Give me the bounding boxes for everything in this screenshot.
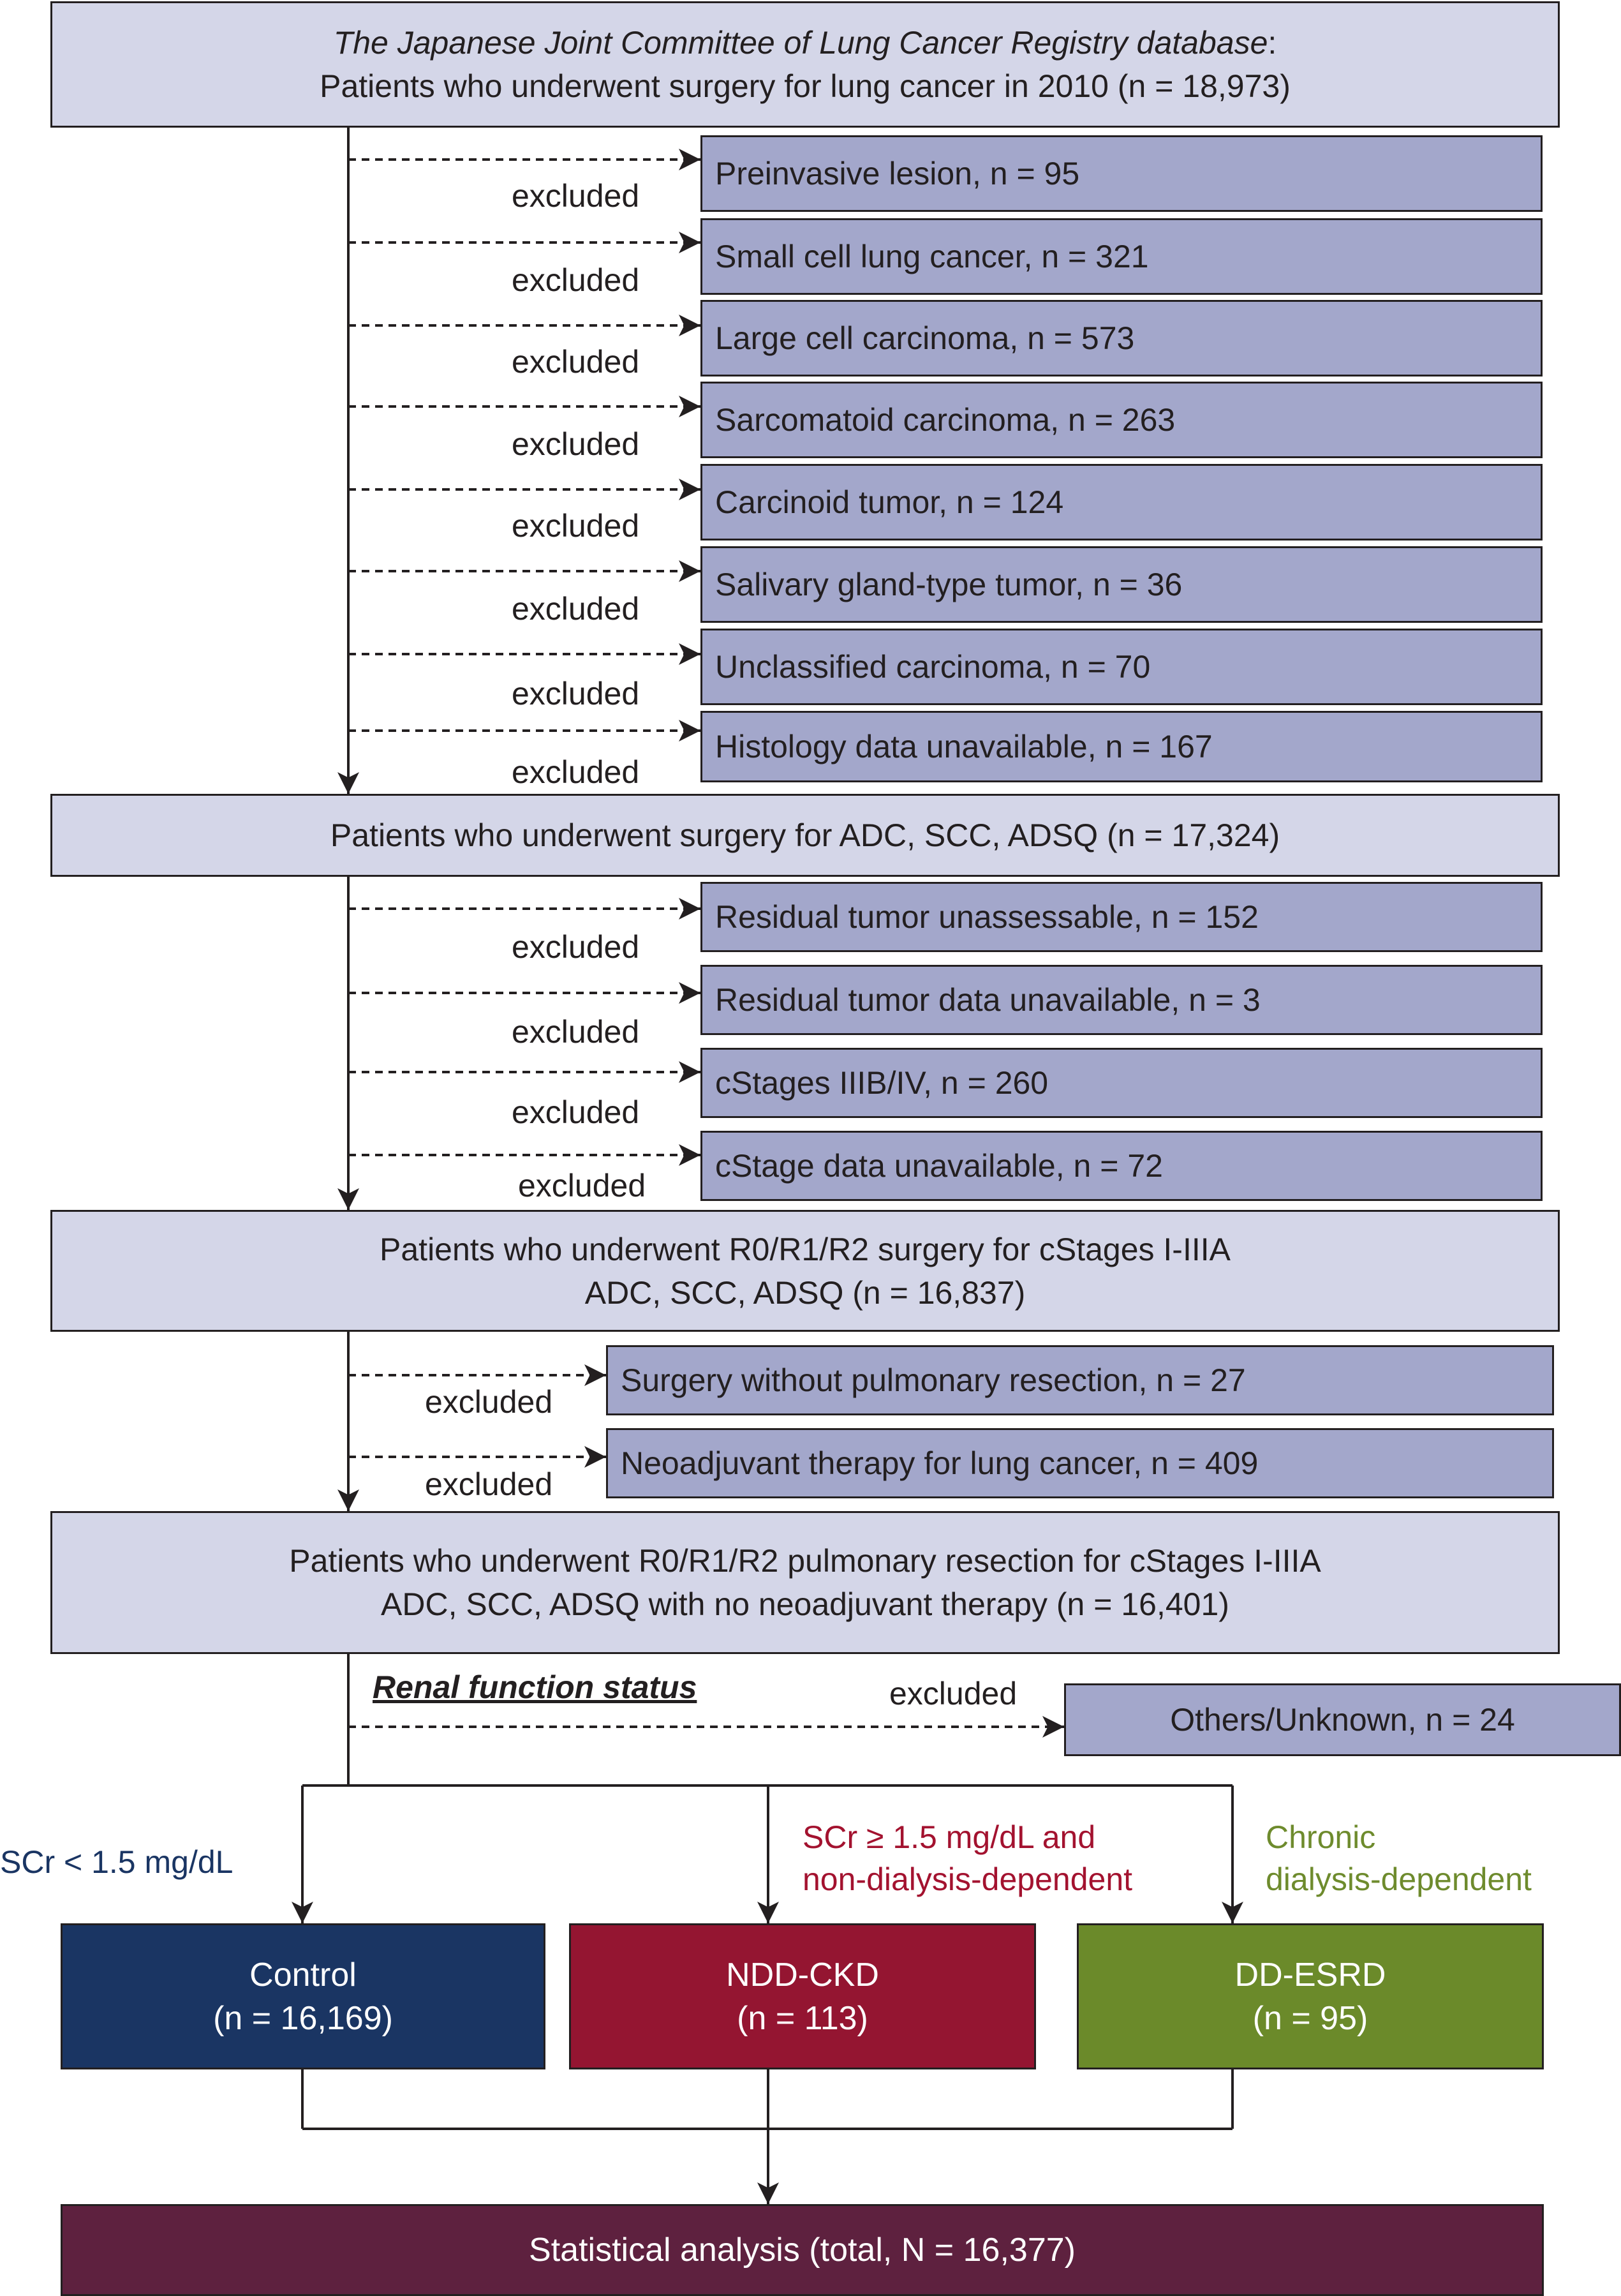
exclusion-label: Residual tumor unassessable, n = 152 [715,899,1259,935]
exclusion-sarcomatoid: Sarcomatoid carcinoma, n = 263 [700,382,1543,458]
exclusion-large-cell: Large cell carcinoma, n = 573 [700,300,1543,376]
exclusion-cstages-iiib-iv: cStages IIIB/IV, n = 260 [700,1048,1543,1118]
exclusion-salivary: Salivary gland-type tumor, n = 36 [700,546,1543,623]
dd-esrd-criteria-line1: Chronic [1266,1819,1376,1855]
r0-r1-r2-line1: Patients who underwent R0/R1/R2 surgery … [380,1231,1231,1267]
exclusion-cstage-unavailable: cStage data unavailable, n = 72 [700,1131,1543,1201]
dd-esrd-criteria: Chronic dialysis-dependent [1266,1816,1532,1900]
exclusion-label: Small cell lung cancer, n = 321 [715,239,1149,274]
excluded-label: excluded [512,1094,640,1130]
exclusion-preinvasive: Preinvasive lesion, n = 95 [700,135,1543,212]
r0-r1-r2-line2: ADC, SCC, ADSQ (n = 16,837) [584,1274,1026,1311]
exclusion-carcinoid: Carcinoid tumor, n = 124 [700,464,1543,540]
exclusion-residual-unavailable: Residual tumor data unavailable, n = 3 [700,965,1543,1035]
excluded-label: excluded [512,262,640,298]
dd-esrd-criteria-line2: dialysis-dependent [1266,1861,1532,1897]
exclusion-no-pulmonary-resection: Surgery without pulmonary resection, n =… [606,1345,1554,1415]
excluded-label: excluded [512,676,640,712]
registry-database-name: The Japanese Joint Committee of Lung Can… [333,25,1268,61]
excluded-label: excluded [512,929,640,965]
exclusion-label: Surgery without pulmonary resection, n =… [621,1362,1246,1398]
pulmonary-resection-line1: Patients who underwent R0/R1/R2 pulmonar… [289,1543,1321,1579]
exclusion-label: Unclassified carcinoma, n = 70 [715,649,1151,685]
excluded-label: excluded [512,591,640,627]
exclusion-neoadjuvant: Neoadjuvant therapy for lung cancer, n =… [606,1428,1554,1498]
exclusion-label: Carcinoid tumor, n = 124 [715,484,1064,520]
excluded-label: excluded [512,426,640,462]
registry-title-line: The Japanese Joint Committee of Lung Can… [334,21,1277,64]
exclusion-label: Residual tumor data unavailable, n = 3 [715,982,1261,1018]
adc-scc-adsq-text: Patients who underwent surgery for ADC, … [330,817,1280,853]
ndd-ckd-criteria-line2: non-dialysis-dependent [803,1861,1133,1897]
registry-box: The Japanese Joint Committee of Lung Can… [50,1,1560,128]
registry-patients: Patients who underwent surgery for lung … [320,68,1291,104]
excluded-label: excluded [512,508,640,544]
ndd-ckd-group-box: NDD-CKD (n = 113) [569,1923,1036,2069]
excluded-label: excluded [518,1168,646,1204]
exclusion-residual-unassessable: Residual tumor unassessable, n = 152 [700,882,1543,952]
others-unknown-label: Others/Unknown, n = 24 [1170,1702,1515,1738]
renal-function-status-heading: Renal function status [373,1669,697,1705]
exclusion-histology-unavailable: Histology data unavailable, n = 167 [700,711,1543,782]
excluded-label: excluded [512,1014,640,1050]
dd-esrd-group-box: DD-ESRD (n = 95) [1077,1923,1544,2069]
ndd-ckd-group-count: (n = 113) [737,1999,868,2037]
control-group-name: Control [249,1956,357,1994]
exclusion-label: Salivary gland-type tumor, n = 36 [715,567,1183,602]
exclusion-label: Sarcomatoid carcinoma, n = 263 [715,402,1176,438]
exclusion-label: cStage data unavailable, n = 72 [715,1148,1163,1184]
registry-colon: : [1268,25,1277,61]
adc-scc-adsq-box: Patients who underwent surgery for ADC, … [50,794,1560,877]
pulmonary-resection-line2: ADC, SCC, ADSQ with no neoadjuvant thera… [381,1586,1229,1622]
excluded-label: excluded [512,178,640,214]
control-group-box: Control (n = 16,169) [61,1923,545,2069]
exclusion-label: Histology data unavailable, n = 167 [715,729,1213,764]
excluded-label: excluded [512,344,640,380]
control-group-count: (n = 16,169) [213,1999,393,2037]
exclusion-label: Neoadjuvant therapy for lung cancer, n =… [621,1445,1259,1481]
exclusion-label: Large cell carcinoma, n = 573 [715,320,1135,356]
pulmonary-resection-box: Patients who underwent R0/R1/R2 pulmonar… [50,1511,1560,1654]
statistical-analysis-box: Statistical analysis (total, N = 16,377) [61,2204,1544,2296]
exclusion-label: cStages IIIB/IV, n = 260 [715,1065,1049,1101]
others-unknown-box: Others/Unknown, n = 24 [1064,1683,1621,1756]
excluded-label: excluded [889,1676,1018,1711]
excluded-label: excluded [425,1466,553,1502]
dd-esrd-group-count: (n = 95) [1252,1999,1368,2037]
control-criteria: SCr < 1.5 mg/dL [0,1844,233,1880]
ndd-ckd-group-name: NDD-CKD [726,1956,879,1994]
dd-esrd-group-name: DD-ESRD [1234,1956,1386,1994]
ndd-ckd-criteria: SCr ≥ 1.5 mg/dL and non-dialysis-depende… [803,1816,1132,1900]
statistical-analysis-label: Statistical analysis (total, N = 16,377) [529,2232,1076,2269]
exclusion-unclassified: Unclassified carcinoma, n = 70 [700,629,1543,705]
ndd-ckd-criteria-line1: SCr ≥ 1.5 mg/dL and [803,1819,1096,1855]
excluded-label: excluded [512,754,640,790]
r0-r1-r2-box: Patients who underwent R0/R1/R2 surgery … [50,1210,1560,1332]
exclusion-small-cell: Small cell lung cancer, n = 321 [700,218,1543,295]
exclusion-label: Preinvasive lesion, n = 95 [715,156,1080,191]
excluded-label: excluded [425,1384,553,1420]
